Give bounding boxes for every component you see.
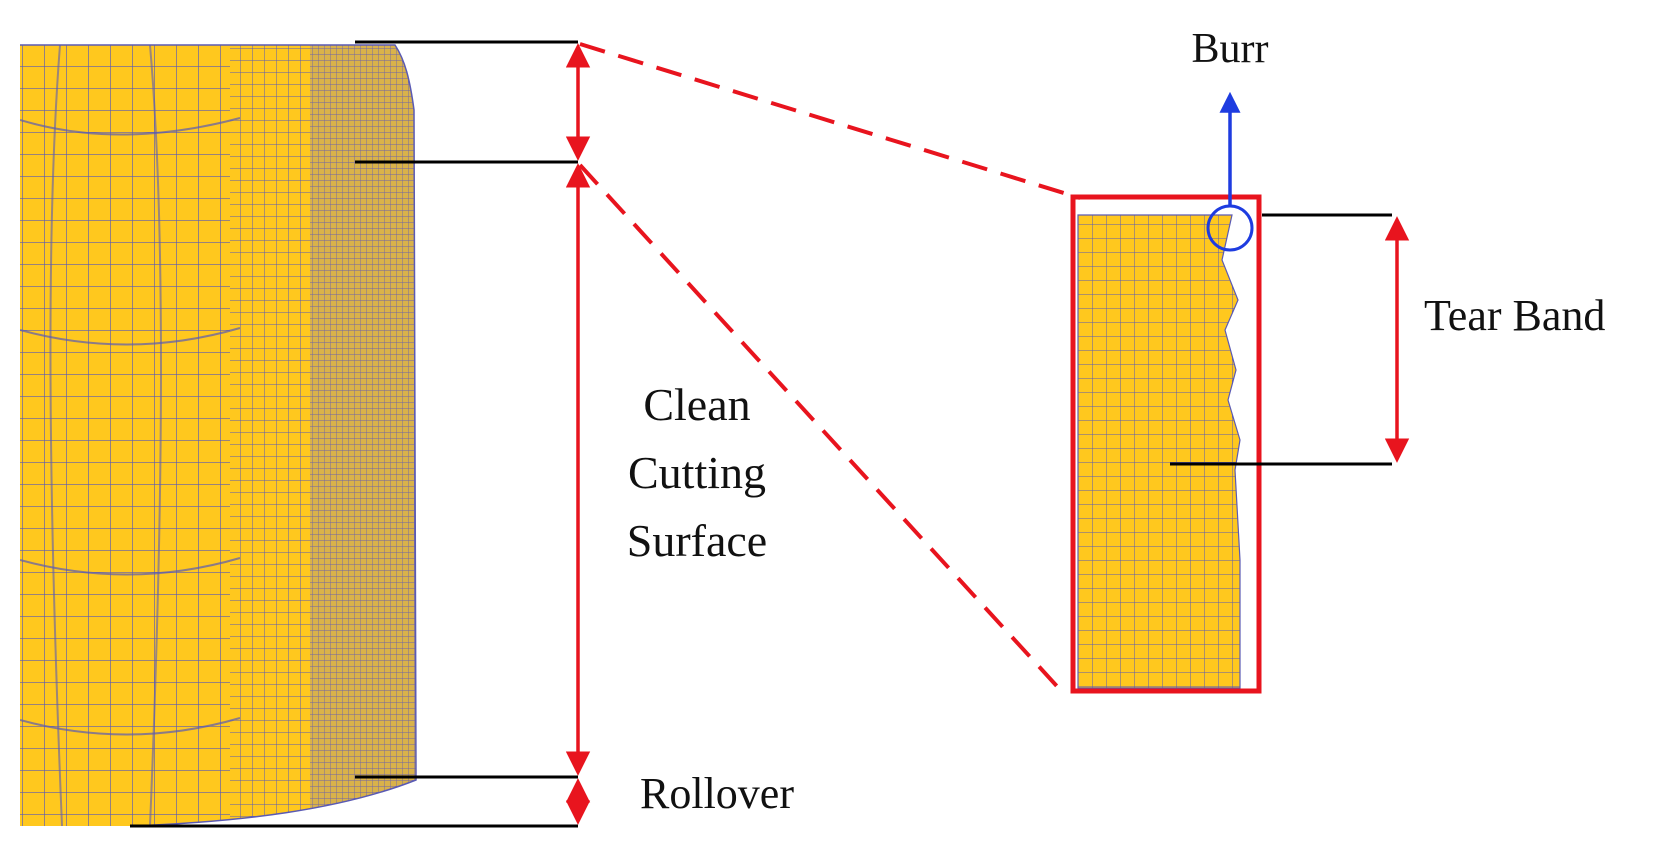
zoom-line-top [579, 42, 1081, 200]
workpiece-outline [20, 44, 417, 827]
tear-band-annotation: Tear Band [1170, 213, 1605, 466]
clean-label-line-3: Surface [627, 515, 767, 566]
zoom-mesh [1077, 214, 1241, 689]
zoom-box [1070, 194, 1262, 694]
rollover-label: Rollover [640, 769, 794, 818]
zoom-line-bottom [578, 163, 1067, 697]
zoom-lines [578, 42, 1081, 697]
left-leader-lines [130, 40, 578, 828]
burr-marker: Burr [1192, 26, 1269, 252]
tear-band-label: Tear Band [1424, 291, 1605, 340]
burr-label: Burr [1192, 26, 1269, 72]
fem-mesh-workpiece [20, 45, 416, 826]
clean-label-line-1: Clean [643, 379, 750, 430]
zoom-detail [1070, 194, 1262, 694]
clean-cutting-surface-label: Clean Cutting Surface [627, 379, 767, 566]
clean-label-line-2: Cutting [628, 447, 766, 498]
